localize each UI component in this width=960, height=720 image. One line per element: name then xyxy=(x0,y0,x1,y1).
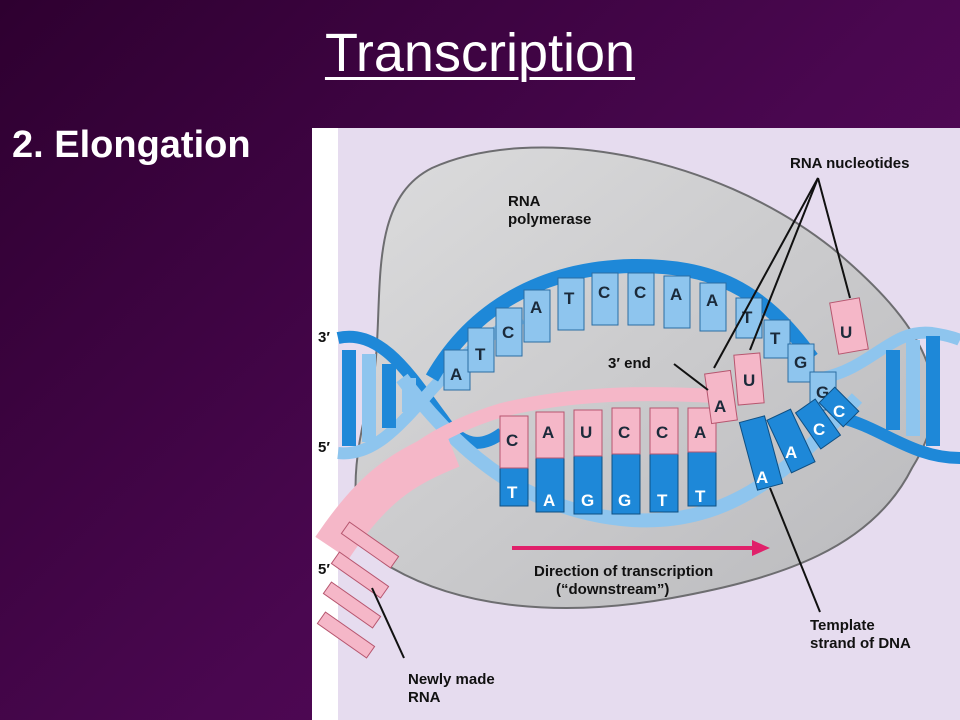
coding-base: C xyxy=(598,283,610,302)
slide-subtitle: 2. Elongation xyxy=(12,124,251,166)
slide-title: Transcription xyxy=(324,23,636,83)
coding-base: T xyxy=(742,308,753,327)
template-base: A xyxy=(756,468,768,487)
label-3prime-left: 3′ xyxy=(318,329,330,346)
template-strand-bases: T A G G T T A A C C xyxy=(499,386,860,515)
leader-lines xyxy=(371,177,851,659)
coding-base: T xyxy=(564,289,575,308)
rna-base: A xyxy=(542,423,554,442)
incoming-nucleotides: A U U xyxy=(704,297,869,425)
label-rna-polymerase-1: RNA xyxy=(508,193,541,210)
label-5prime-left: 5′ xyxy=(318,439,330,456)
template-base: C xyxy=(813,420,825,439)
label-direction-1: Direction of transcription xyxy=(534,563,713,580)
template-base: G xyxy=(618,491,631,510)
coding-strand-backbone xyxy=(425,258,818,382)
coding-base: C xyxy=(634,283,646,302)
rna-base: A xyxy=(694,423,706,442)
coding-base: A xyxy=(706,291,718,310)
coding-base: T xyxy=(770,329,781,348)
coding-base: G xyxy=(794,353,807,372)
dna-right-rungs xyxy=(886,336,940,446)
label-rna-nucleotides: RNA nucleotides xyxy=(790,155,909,172)
template-base: A xyxy=(543,491,555,510)
template-base: A xyxy=(785,443,797,462)
coding-base: C xyxy=(502,323,514,342)
label-newly-made-1: Newly made xyxy=(408,671,495,688)
incoming-base: U xyxy=(840,323,852,342)
coding-base: A xyxy=(670,285,682,304)
template-base: T xyxy=(507,483,518,502)
rna-bases: C A U C C A xyxy=(499,407,717,469)
rna-base: C xyxy=(618,423,630,442)
label-newly-made-2: RNA xyxy=(408,689,441,706)
incoming-base: U xyxy=(743,371,755,390)
direction-arrowhead xyxy=(752,540,770,556)
label-template-1: Template xyxy=(810,617,875,634)
transcription-diagram: A T C A T C C A A T T G G T A G G xyxy=(315,146,960,706)
coding-base: T xyxy=(475,345,486,364)
label-template-2: strand of DNA xyxy=(810,635,911,652)
template-base: T xyxy=(657,491,668,510)
rna-base: U xyxy=(580,423,592,442)
template-base: T xyxy=(695,487,706,506)
label-direction-2: (“downstream”) xyxy=(556,581,669,598)
rna-base: C xyxy=(656,423,668,442)
label-rna-polymerase-2: polymerase xyxy=(508,211,591,228)
dna-helix-right-back xyxy=(840,412,960,464)
label-5prime-rna: 5′ xyxy=(318,561,330,578)
rna-tail-rungs xyxy=(316,521,400,659)
template-base: C xyxy=(833,402,845,421)
coding-base: A xyxy=(530,298,542,317)
rna-base: C xyxy=(506,431,518,450)
label-three-prime-end: 3′ end xyxy=(608,355,651,372)
template-base: G xyxy=(581,491,594,510)
incoming-base: A xyxy=(714,397,726,416)
coding-base: A xyxy=(450,365,462,384)
dna-helix-right-front xyxy=(820,326,960,384)
